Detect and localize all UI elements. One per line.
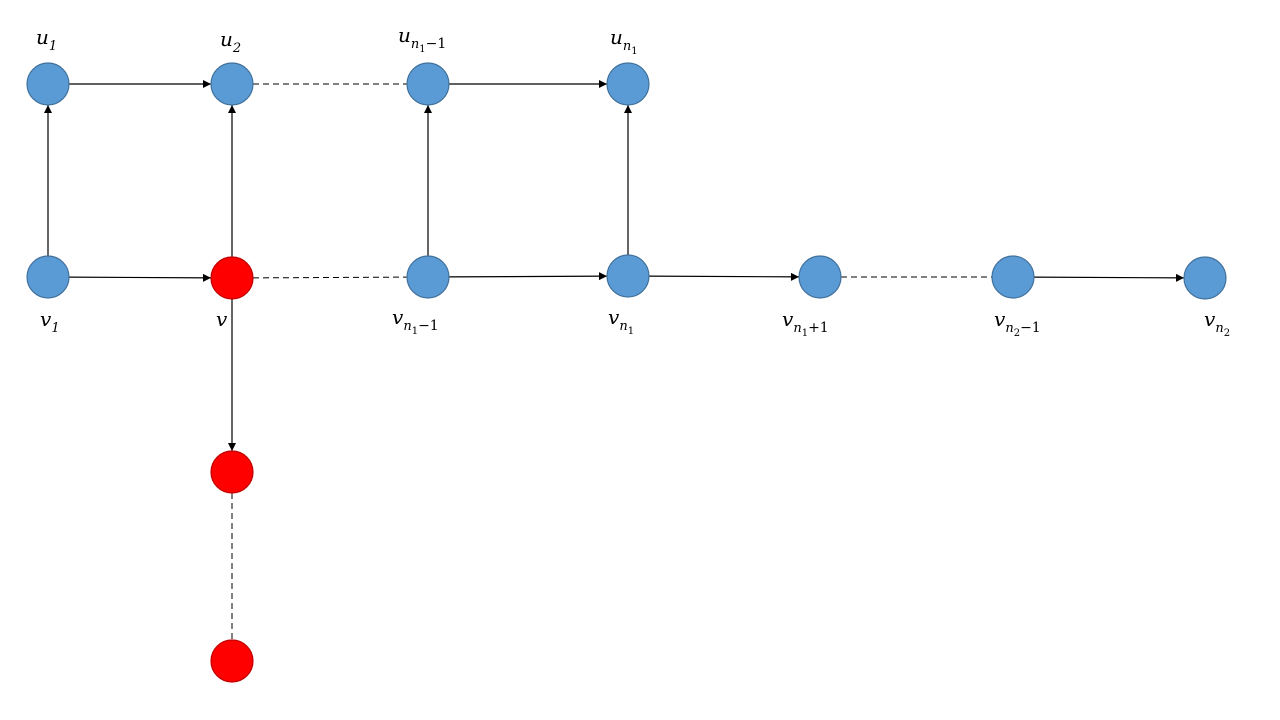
label-base: v xyxy=(608,305,620,329)
label-sub-subscript: 1 xyxy=(419,44,425,55)
label-subscript: 2 xyxy=(232,41,241,56)
label-base: v xyxy=(782,307,794,331)
label-base: v xyxy=(1204,307,1216,331)
label-base: u xyxy=(36,25,49,49)
node-label-u1: u1 xyxy=(36,25,57,54)
node-label-u2: u2 xyxy=(220,27,241,56)
label-suffix: +1 xyxy=(808,320,829,336)
label-subscript: n xyxy=(623,39,631,54)
node-r2 xyxy=(210,639,254,683)
label-suffix: −1 xyxy=(1020,320,1041,336)
label-base: v xyxy=(216,307,228,331)
node-vn1m1 xyxy=(406,255,450,299)
node-un1 xyxy=(606,62,650,106)
label-subscript: n xyxy=(411,37,419,52)
label-suffix: −1 xyxy=(426,36,447,52)
edge-vn2m1-to-vn2 xyxy=(1033,273,1185,282)
node-vn1p1 xyxy=(798,255,842,299)
label-sub-subscript: 1 xyxy=(802,328,808,339)
node-vn2 xyxy=(1183,256,1227,300)
label-subscript: 1 xyxy=(51,321,59,336)
label-base: u xyxy=(398,23,411,47)
node-label-un1m1: un1−1 xyxy=(398,23,446,55)
label-sub-subscript: 2 xyxy=(1224,328,1230,339)
label-suffix: −1 xyxy=(418,318,439,334)
edge-v-to-vn1m1 xyxy=(252,276,408,279)
node-label-vn1: vn1 xyxy=(608,305,634,337)
node-u2 xyxy=(210,62,254,106)
label-sub-subscript: 1 xyxy=(628,326,634,337)
node-label-vn2: vn2 xyxy=(1204,307,1230,339)
node-label-vn1m1: vn1−1 xyxy=(392,305,439,337)
node-un1m1 xyxy=(406,62,450,106)
label-sub-subscript: 1 xyxy=(631,46,637,57)
edge-v1-to-v xyxy=(68,273,212,282)
label-subscript: n xyxy=(619,319,627,334)
label-base: v xyxy=(994,307,1006,331)
label-sub-subscript: 2 xyxy=(1014,328,1020,339)
node-v xyxy=(210,256,254,300)
node-label-vn2m1: vn2−1 xyxy=(994,307,1041,339)
node-label-un1: un1 xyxy=(610,25,638,57)
label-subscript: 1 xyxy=(49,39,57,54)
label-subscript: n xyxy=(1005,321,1013,336)
node-label-v1: v1 xyxy=(40,307,60,336)
edges-layer xyxy=(44,80,1185,640)
label-base: u xyxy=(220,27,233,51)
label-sub-subscript: 1 xyxy=(412,326,418,337)
label-base: u xyxy=(610,25,623,49)
node-vn2m1 xyxy=(991,255,1035,299)
label-base: v xyxy=(40,307,52,331)
node-u1 xyxy=(26,62,70,106)
edge-vn1-to-vn1p1 xyxy=(648,272,800,281)
node-r1 xyxy=(210,450,254,494)
label-subscript: n xyxy=(793,321,801,336)
label-base: v xyxy=(392,305,404,329)
nodes-layer xyxy=(26,62,1227,683)
node-v1 xyxy=(26,255,70,299)
node-label-vn1p1: vn1+1 xyxy=(782,307,829,339)
edge-vn1m1-to-vn1 xyxy=(448,272,608,281)
node-label-v: v xyxy=(216,307,228,331)
label-subscript: n xyxy=(1215,321,1223,336)
node-vn1 xyxy=(606,254,650,298)
label-subscript: n xyxy=(403,319,411,334)
